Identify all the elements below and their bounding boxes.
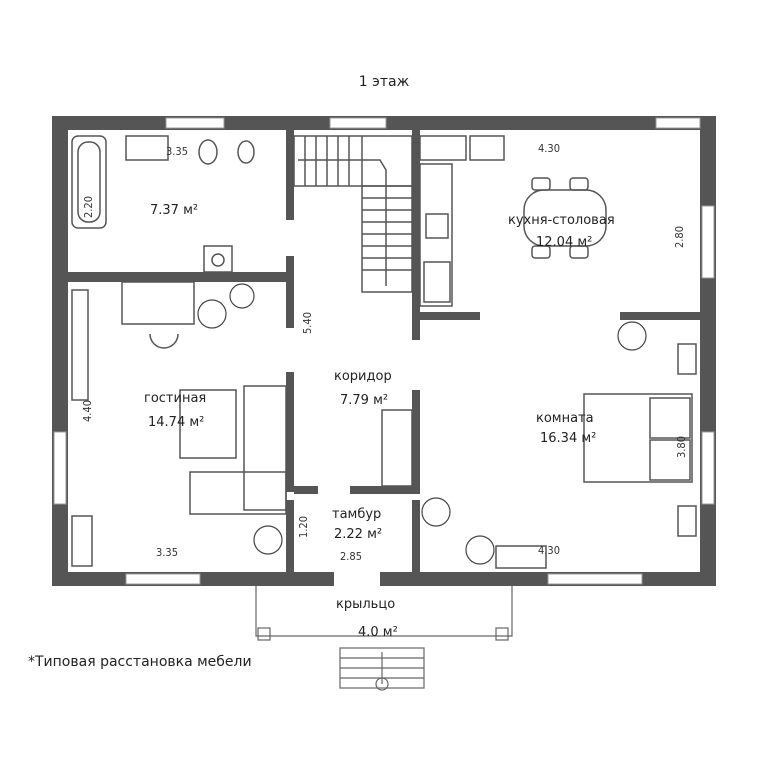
dim-living-height: 4.40 <box>81 400 94 422</box>
porch-name: крыльцо <box>336 597 395 612</box>
dim-room-width: 4.30 <box>538 544 560 557</box>
vestibule-area: 2.22 м² <box>334 527 382 542</box>
interior-walls <box>68 130 700 586</box>
bathroom-fixtures <box>71 135 255 273</box>
living-area: 14.74 м² <box>148 415 204 430</box>
dim-kitchen-width: 4.30 <box>538 142 560 155</box>
dim-vestibule-width: 2.85 <box>340 550 362 563</box>
kitchen-fixtures <box>419 135 607 307</box>
room-area: 16.34 м² <box>540 431 596 446</box>
room-name: комната <box>536 411 594 426</box>
staircase <box>293 135 413 293</box>
corridor-name: коридор <box>334 369 392 384</box>
floor-title: 1 этаж <box>358 74 410 90</box>
dim-room-height: 3.80 <box>675 436 688 458</box>
porch <box>255 586 513 691</box>
kitchen-name: кухня-столовая <box>508 213 615 228</box>
dim-kitchen-height: 2.80 <box>673 226 686 248</box>
porch-area: 4.0 м² <box>358 625 398 640</box>
kitchen-area: 12.04 м² <box>536 235 592 250</box>
room-furniture <box>381 343 697 569</box>
living-furniture <box>71 281 287 567</box>
dim-vestibule-height: 1.20 <box>297 516 310 538</box>
corridor-area: 7.79 м² <box>340 393 388 408</box>
furniture-footnote: *Типовая расстановка мебели <box>28 654 252 670</box>
vestibule-name: тамбур <box>332 507 381 522</box>
living-name: гостиная <box>144 391 206 406</box>
bathroom-area: 7.37 м² <box>150 203 198 218</box>
windows <box>53 117 715 585</box>
dim-bath-width: 3.35 <box>166 145 188 158</box>
dim-corridor-length: 5.40 <box>301 312 314 334</box>
plants <box>197 283 647 565</box>
dim-bath-height: 2.20 <box>82 196 95 218</box>
dim-living-width: 3.35 <box>156 546 178 559</box>
